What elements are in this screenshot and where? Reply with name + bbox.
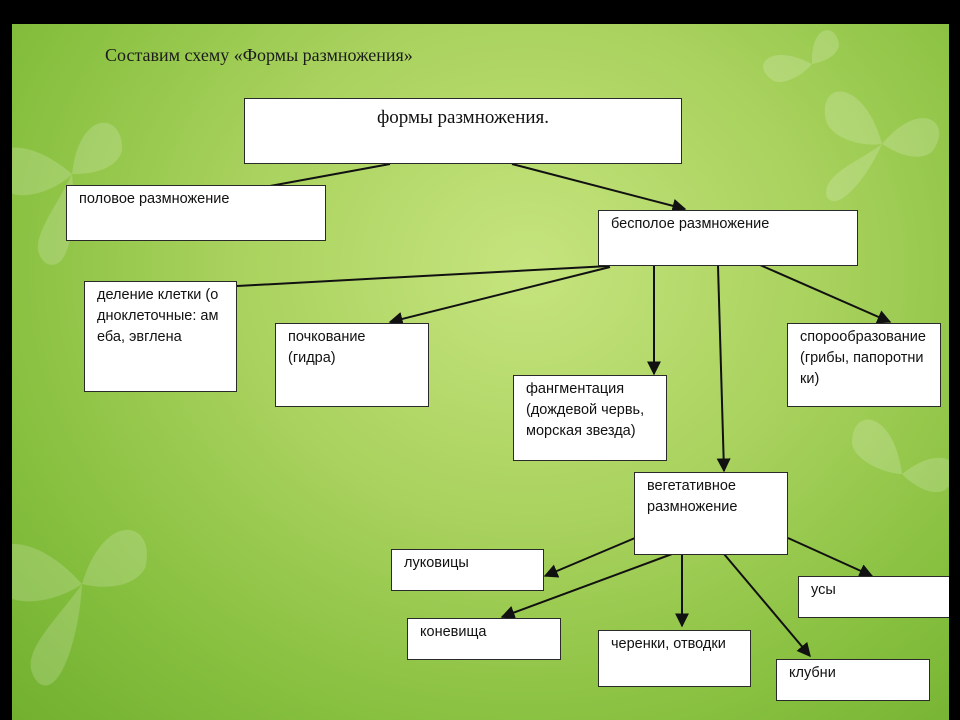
node-bulbs-label: луковицы: [404, 555, 469, 571]
node-division-label: деление клетки (одноклеточные: амеба, эв…: [97, 287, 219, 345]
butterfly-icon: [824, 91, 940, 202]
node-rhizomes: коневища: [407, 618, 561, 660]
butterfly-icon: [12, 529, 147, 686]
node-root-label: формы размножения.: [376, 107, 550, 128]
node-division: деление клетки (одноклеточные: амеба, эв…: [84, 281, 237, 392]
node-asexual-label: бесполое размножение: [611, 216, 770, 232]
node-budding-label: почкование (гидра): [288, 329, 366, 366]
butterfly-icon: [12, 122, 122, 265]
node-tubers-label: клубни: [789, 665, 836, 681]
node-root: формы размножения.: [244, 98, 682, 164]
node-asexual: бесполое размножение: [598, 210, 858, 266]
butterfly-icon: [763, 30, 840, 82]
node-tendrils-label: усы: [811, 582, 836, 598]
slide-canvas: Составим схему «Формы размножения» формы…: [12, 24, 949, 720]
node-fragmentation: фангментация (дождевой червь, морская зв…: [513, 375, 667, 461]
node-tubers: клубни: [776, 659, 930, 701]
node-sporulation: спорообразование (грибы, папоротники): [787, 323, 941, 407]
node-budding: почкование (гидра): [275, 323, 429, 407]
butterfly-icon: [851, 419, 949, 493]
node-vegetative-label: вегетативное размножение: [647, 478, 738, 515]
node-sexual: половое размножение: [66, 185, 326, 241]
node-rhizomes-label: коневища: [420, 624, 487, 640]
node-sporulation-label: спорообразование (грибы, папоротники): [800, 329, 926, 387]
node-bulbs: луковицы: [391, 549, 544, 591]
page-title: Составим схему «Формы размножения»: [105, 45, 413, 65]
butterfly-decorations: [12, 30, 949, 686]
node-cuttings-label: черенки, отводки: [611, 636, 726, 652]
node-fragmentation-label: фангментация (дождевой червь, морская зв…: [526, 381, 645, 439]
node-vegetative: вегетативное размножение: [634, 472, 788, 555]
node-tendrils: усы: [798, 576, 949, 618]
node-cuttings: черенки, отводки: [598, 630, 751, 687]
node-sexual-label: половое размножение: [79, 191, 230, 207]
